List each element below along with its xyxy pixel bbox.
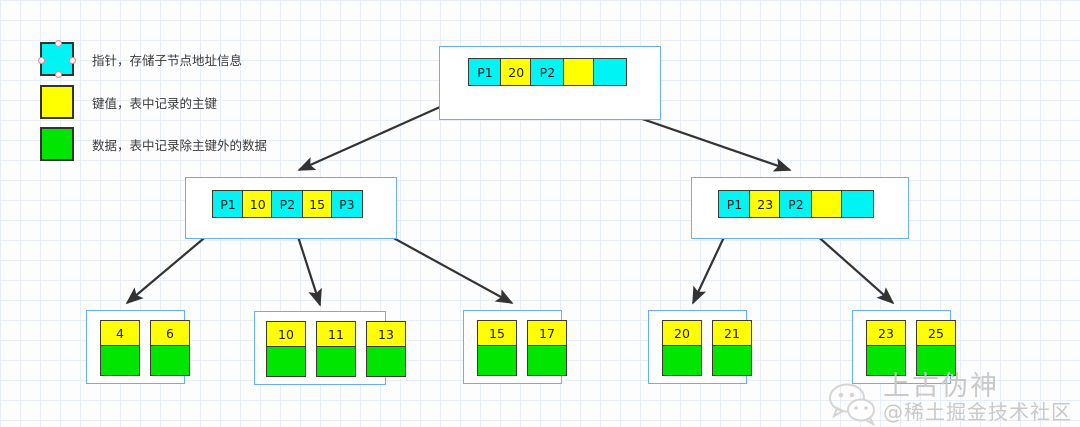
leaf-node-1-records: 4 6 xyxy=(100,320,190,376)
leaf-5-record-1[interactable]: 25 xyxy=(916,320,956,376)
selection-handle-top[interactable] xyxy=(55,40,62,47)
internal-node-left-cells: P1 10 P2 15 P3 xyxy=(212,190,363,218)
leaf-2-record-2[interactable]: 13 xyxy=(366,321,406,377)
leaf-2-record-1[interactable]: 11 xyxy=(316,321,356,377)
leaf-3-key-1: 17 xyxy=(527,320,567,346)
right-internal-cell-4[interactable] xyxy=(840,190,874,218)
legend-swatch-pointer xyxy=(38,40,76,78)
legend-item-pointer: 指针，存储子节点地址信息 xyxy=(38,40,243,78)
leaf-5-record-0[interactable]: 23 xyxy=(866,320,906,376)
right-internal-cell-3[interactable] xyxy=(810,190,843,218)
root-node-cells: P1 20 P2 xyxy=(468,58,627,86)
left-internal-cell-0[interactable]: P1 xyxy=(212,190,244,218)
right-internal-cell-0[interactable]: P1 xyxy=(718,190,751,218)
leaf-4-key-0: 20 xyxy=(662,320,702,346)
legend-label-pointer: 指针，存储子节点地址信息 xyxy=(92,52,243,68)
selection-handle-left[interactable] xyxy=(38,57,45,64)
root-cell-1[interactable]: 20 xyxy=(500,58,533,86)
left-internal-cell-4[interactable]: P3 xyxy=(330,190,363,218)
root-cell-3[interactable] xyxy=(562,58,595,86)
leaf-2-data-1 xyxy=(316,347,356,377)
leaf-4-key-1: 21 xyxy=(712,320,752,346)
left-internal-cell-1[interactable]: 10 xyxy=(242,190,274,218)
leaf-1-data-0 xyxy=(100,346,140,376)
right-internal-cell-2[interactable]: P2 xyxy=(779,190,813,218)
wechat-icon xyxy=(829,383,876,427)
leaf-node-5-records: 23 25 xyxy=(866,320,956,376)
leaf-1-key-1: 6 xyxy=(150,320,190,346)
leaf-1-record-1[interactable]: 6 xyxy=(150,320,190,376)
leaf-5-data-0 xyxy=(866,346,906,376)
selection-handle-bottom[interactable] xyxy=(55,71,62,78)
leaf-2-data-0 xyxy=(266,347,306,377)
leaf-4-data-0 xyxy=(662,346,702,376)
leaf-1-record-0[interactable]: 4 xyxy=(100,320,140,376)
leaf-3-data-0 xyxy=(477,346,517,376)
root-cell-4[interactable] xyxy=(592,58,627,86)
legend-swatch-key xyxy=(40,85,74,119)
leaf-5-data-1 xyxy=(916,346,956,376)
leaf-2-data-2 xyxy=(366,347,406,377)
root-cell-0[interactable]: P1 xyxy=(468,58,502,86)
leaf-2-record-0[interactable]: 10 xyxy=(266,321,306,377)
left-internal-cell-2[interactable]: P2 xyxy=(271,190,304,218)
leaf-node-2-records: 10 11 13 xyxy=(266,321,406,377)
legend-label-data: 数据，表中记录除主键外的数据 xyxy=(92,137,268,153)
leaf-4-data-1 xyxy=(712,346,752,376)
leaf-2-key-0: 10 xyxy=(266,321,306,347)
leaf-5-key-0: 23 xyxy=(866,320,906,346)
leaf-4-record-1[interactable]: 21 xyxy=(712,320,752,376)
legend-swatch-data xyxy=(40,127,74,161)
leaf-3-record-1[interactable]: 17 xyxy=(527,320,567,376)
internal-node-right-cells: P1 23 P2 xyxy=(718,190,874,218)
leaf-3-key-0: 15 xyxy=(477,320,517,346)
leaf-3-data-1 xyxy=(527,346,567,376)
leaf-node-3-records: 15 17 xyxy=(477,320,567,376)
leaf-3-record-0[interactable]: 15 xyxy=(477,320,517,376)
left-internal-cell-3[interactable]: 15 xyxy=(301,190,333,218)
legend-item-data: 数据，表中记录除主键外的数据 xyxy=(40,127,267,161)
legend-item-key: 键值，表中记录的主键 xyxy=(40,85,217,119)
right-internal-cell-1[interactable]: 23 xyxy=(749,190,782,218)
root-cell-2[interactable]: P2 xyxy=(530,58,565,86)
leaf-1-data-1 xyxy=(150,346,190,376)
leaf-node-4-records: 20 21 xyxy=(662,320,752,376)
selection-handle-right[interactable] xyxy=(69,57,76,64)
leaf-2-key-2: 13 xyxy=(366,321,406,347)
legend-label-key: 键值，表中记录的主键 xyxy=(92,95,218,111)
leaf-5-key-1: 25 xyxy=(916,320,956,346)
leaf-4-record-0[interactable]: 20 xyxy=(662,320,702,376)
watermark-sub-text: @稀土掘金技术社区 xyxy=(883,400,1072,424)
leaf-2-key-1: 11 xyxy=(316,321,356,347)
leaf-1-key-0: 4 xyxy=(100,320,140,346)
